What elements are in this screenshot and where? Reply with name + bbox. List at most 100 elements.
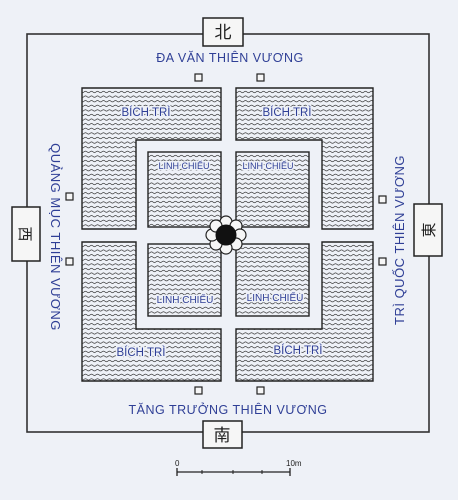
- water-line: [82, 373, 221, 376]
- water-line: [82, 341, 221, 344]
- gate-east-label: 東: [421, 222, 438, 237]
- water-lines: [148, 154, 221, 227]
- post-marker: [378, 257, 387, 266]
- water-line: [148, 256, 221, 259]
- post-marker: [65, 192, 74, 201]
- inner-ponds: [147, 151, 310, 317]
- water-line: [236, 265, 309, 268]
- water-line: [236, 297, 309, 300]
- water-line: [236, 302, 309, 305]
- water-line: [236, 378, 373, 381]
- water-line: [148, 297, 221, 300]
- pond-label-bich-tri-ne: BÍCH TRÌ: [263, 106, 312, 119]
- water-line: [148, 182, 221, 185]
- water-line: [148, 177, 221, 181]
- water-line: [236, 283, 309, 286]
- post-markers: [65, 73, 387, 395]
- pavilion-core: [215, 224, 237, 246]
- water-line: [148, 283, 221, 286]
- water-line: [236, 311, 309, 314]
- post-marker: [378, 195, 387, 204]
- water-line: [236, 196, 309, 199]
- water-line: [148, 269, 221, 273]
- water-line: [236, 369, 373, 372]
- water-line: [82, 346, 221, 349]
- water-line: [236, 90, 373, 94]
- water-line: [148, 311, 221, 314]
- water-line: [82, 336, 221, 340]
- water-line: [236, 95, 373, 98]
- water-line: [236, 281, 373, 284]
- water-line: [82, 267, 221, 271]
- water-line: [236, 274, 309, 277]
- water-line: [236, 256, 309, 259]
- water-line: [236, 260, 309, 263]
- pond-label-bich-tri-nw: BÍCH TRÌ: [122, 106, 171, 119]
- king-label-north: ĐA VĂN THIÊN VƯƠNG: [156, 50, 304, 65]
- water-line: [236, 223, 309, 227]
- water-line: [236, 104, 373, 107]
- water-line: [82, 290, 221, 294]
- pond-label-linh-chieu-se: LINH CHIỂU: [247, 291, 304, 304]
- king-labels: ĐA VĂN THIÊN VƯƠNG TĂNG TRƯỞNG THIÊN VƯƠ…: [48, 50, 407, 417]
- water-line: [82, 104, 221, 107]
- water-line: [236, 277, 373, 280]
- post-marker: [65, 257, 74, 266]
- water-line: [236, 100, 373, 103]
- water-line: [236, 246, 309, 250]
- pond-outline-nw: [81, 87, 222, 230]
- water-line: [148, 173, 221, 176]
- pond-label-linh-chieu-ne: LINH CHIỂU: [242, 160, 293, 171]
- water-line: [236, 304, 373, 307]
- water-line: [82, 90, 221, 94]
- water-line: [236, 146, 373, 149]
- water-line: [236, 258, 373, 261]
- water-lines: [236, 154, 309, 227]
- water-line: [82, 258, 221, 261]
- water-line: [236, 350, 373, 353]
- inner-pond-outline-sw: [147, 243, 222, 317]
- water-line: [236, 249, 373, 252]
- water-line: [236, 109, 373, 112]
- scale-start-label: 0: [175, 459, 180, 468]
- water-line: [236, 159, 309, 162]
- gate-west-label: 西: [16, 226, 33, 241]
- water-line: [148, 302, 221, 305]
- water-line: [236, 341, 373, 344]
- scale-end-label: 10m: [286, 459, 302, 468]
- water-line: [236, 210, 309, 213]
- water-line: [82, 318, 221, 321]
- water-line: [236, 269, 309, 273]
- water-line: [82, 359, 221, 363]
- water-line: [82, 118, 221, 121]
- water-line: [82, 364, 221, 367]
- water-line: [236, 244, 373, 248]
- water-lines: [236, 246, 309, 314]
- water-line: [236, 132, 373, 135]
- water-line: [82, 95, 221, 98]
- water-line: [82, 350, 221, 353]
- water-line: [82, 263, 221, 266]
- water-line: [236, 292, 309, 296]
- water-line: [236, 373, 373, 376]
- water-line: [148, 187, 221, 190]
- pond-outline-se: [235, 241, 374, 382]
- water-line: [82, 286, 221, 289]
- water-line: [236, 318, 373, 321]
- water-line: [82, 332, 221, 335]
- water-line: [236, 200, 309, 204]
- post-marker: [256, 386, 265, 395]
- inner-pond-outline-se: [235, 243, 310, 317]
- gate-south: 南: [202, 420, 243, 449]
- king-label-west: QUẢNG MỤC THIÊN VƯƠNG: [48, 143, 63, 331]
- king-label-east: TRÌ QUỐC THIÊN VƯƠNG: [392, 155, 407, 325]
- water-line: [82, 254, 221, 257]
- water-line: [82, 244, 221, 248]
- king-label-south: TĂNG TRƯỞNG THIÊN VƯƠNG: [129, 402, 328, 417]
- water-line: [82, 272, 221, 275]
- water-line: [236, 364, 373, 367]
- water-line: [148, 205, 221, 208]
- pond-label-bich-tri-sw: BÍCH TRÌ: [117, 346, 166, 359]
- water-line: [82, 355, 221, 358]
- water-hatching: [82, 90, 373, 381]
